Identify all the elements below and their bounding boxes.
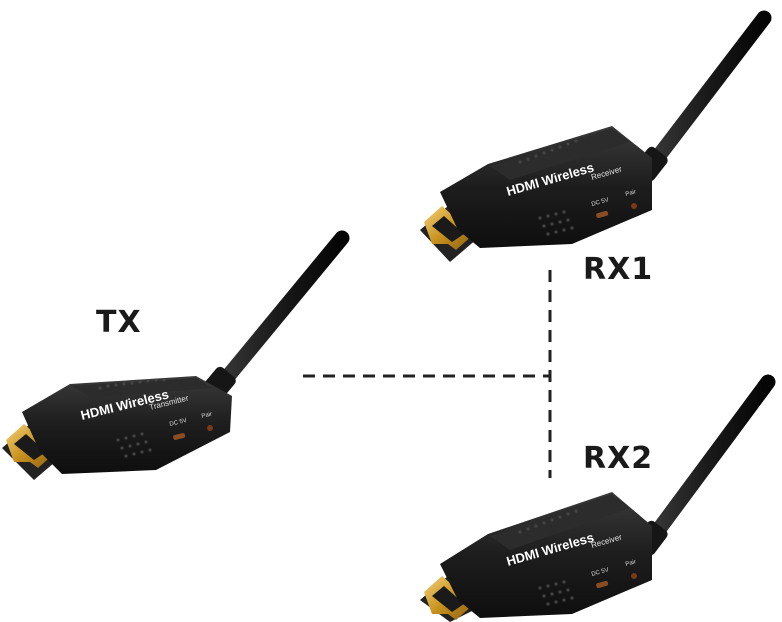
device-body: [22, 376, 232, 474]
rx1-label: RX1: [583, 252, 654, 287]
vent-grille: [98, 378, 166, 458]
pair-button-label: Pair: [201, 412, 213, 420]
dc-port-label: DC 5V: [169, 418, 188, 428]
hdmi-plug-icon: [420, 576, 478, 622]
tx-label: TX: [96, 305, 142, 340]
pair-button-icon: [631, 573, 637, 579]
pair-button-label: Pair: [625, 189, 637, 198]
dc-port-icon: [596, 210, 609, 219]
rx2-label: RX2: [583, 441, 654, 476]
pair-button-icon: [207, 425, 213, 431]
vent-grille: [518, 509, 578, 606]
hdmi-plug-icon: [420, 206, 478, 262]
dc-port-icon: [596, 580, 609, 589]
dc-port-label: DC 5V: [591, 197, 610, 208]
hdmi-plug-icon: [2, 424, 62, 480]
dc-port-icon: [173, 433, 186, 440]
dc-port-label: DC 5V: [591, 567, 610, 578]
pair-button-label: Pair: [625, 559, 637, 568]
vent-grille: [518, 139, 578, 236]
pair-button-icon: [631, 203, 637, 209]
